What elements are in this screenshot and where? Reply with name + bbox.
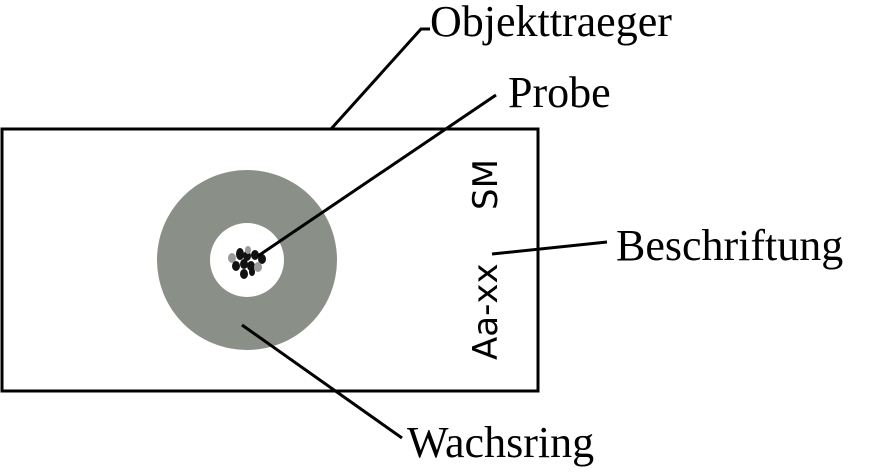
sample-cluster <box>228 246 266 279</box>
label-beschriftung: Beschriftung <box>616 221 843 270</box>
beschriftung-leader <box>491 240 608 256</box>
label-objekttraeger: Objekttraeger <box>430 0 672 46</box>
slide-initials-text: SM <box>466 159 506 210</box>
slide-code-text: Aa-xx <box>466 263 506 360</box>
leader-lines <box>241 27 608 440</box>
objekttraeger-leader <box>329 27 430 131</box>
label-wachsring: Wachsring <box>407 418 594 467</box>
label-probe: Probe <box>508 68 611 117</box>
slide-inscription: Aa-xx SM <box>466 159 506 360</box>
wachsring-leader <box>241 323 403 440</box>
probe-leader <box>257 93 497 258</box>
